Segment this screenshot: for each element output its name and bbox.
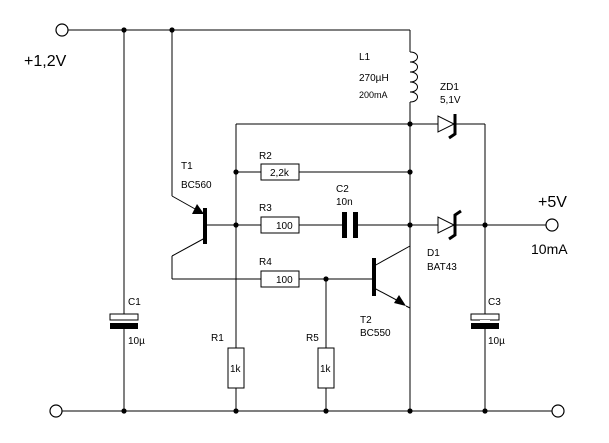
resistor-r5: R5 1k	[306, 279, 335, 411]
d1-ref: D1	[427, 248, 440, 259]
resistor-r2: R2 2,2k	[236, 151, 410, 181]
transistor-t1: T1 BC560	[171, 30, 261, 280]
resistor-r1: R1 1k	[211, 333, 245, 389]
resistor-r4: R4 100	[259, 257, 372, 288]
input-voltage-label: +1,2V	[24, 53, 67, 70]
c2-ref: C2	[336, 184, 349, 195]
l1-rating: 200mA	[359, 90, 388, 100]
c3-value: 10µ	[488, 336, 505, 347]
input-ground-terminal	[49, 404, 63, 418]
r3-value: 100	[276, 221, 293, 232]
r2-ref: R2	[259, 151, 272, 162]
r2-value: 2,2k	[270, 168, 290, 179]
zd1-value: 5,1V	[440, 95, 461, 106]
l1-ref: L1	[359, 52, 371, 63]
output-ground-terminal	[551, 404, 565, 418]
t1-ref: T1	[181, 161, 193, 172]
r3-ref: R3	[259, 203, 272, 214]
l1-value: 270µH	[359, 73, 389, 84]
r5-ref: R5	[306, 333, 319, 344]
r1-ref: R1	[211, 333, 224, 344]
output-positive-terminal	[545, 218, 559, 232]
c2-value: 10n	[336, 197, 353, 208]
t1-value: BC560	[181, 180, 212, 191]
t2-value: BC550	[360, 328, 391, 339]
c1-value: 10µ	[128, 336, 145, 347]
input-positive-terminal	[55, 23, 69, 37]
diode-d1: D1 BAT43	[427, 209, 546, 273]
r1-value: 1k	[230, 364, 242, 375]
output-current-label: 10mA	[531, 241, 568, 257]
output-voltage-label: +5V	[538, 194, 567, 211]
c3-ref: C3	[488, 297, 501, 308]
r4-ref: R4	[259, 257, 272, 268]
inductor-l1: L1 270µH 200mA	[359, 30, 418, 411]
resistor-r3: R3 100	[205, 203, 342, 234]
transistor-t2: T2 BC550	[360, 245, 411, 339]
junctions	[121, 27, 488, 414]
zener-zd1: ZD1 5,1V	[235, 82, 486, 411]
c1-ref: C1	[128, 297, 141, 308]
r5-value: 1k	[320, 364, 332, 375]
r4-value: 100	[276, 275, 293, 286]
d1-value: BAT43	[427, 262, 457, 273]
capacitor-c2: C2 10n	[336, 184, 438, 238]
capacitor-c1: C1 10µ	[109, 30, 145, 411]
zd1-ref: ZD1	[440, 82, 459, 93]
t2-ref: T2	[360, 315, 372, 326]
